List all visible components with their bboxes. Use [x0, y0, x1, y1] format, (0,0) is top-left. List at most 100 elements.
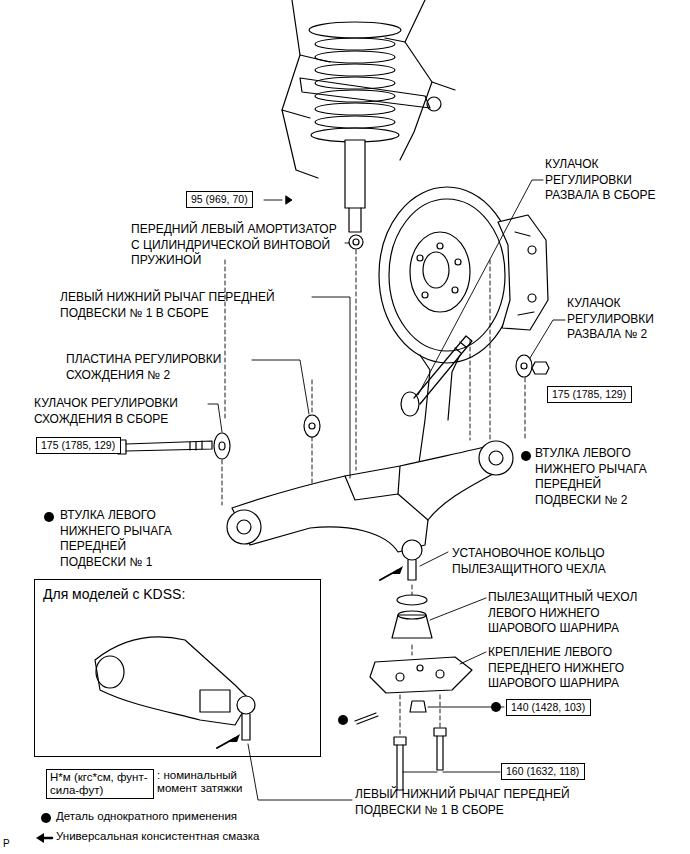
legend-text: Универсальная консистентная смазка — [56, 830, 336, 843]
camber-adjust-bolt-part — [414, 336, 472, 404]
coil-spring-part — [315, 77, 395, 89]
boot-ring — [397, 595, 427, 605]
coil-spring-part — [315, 38, 395, 50]
brake-disc-part — [410, 232, 470, 312]
part-label: ЛЕВЫЙ НИЖНИЙ РЫЧАГ ПЕРЕДНЕЙ ПОДВЕСКИ № 1… — [355, 787, 607, 818]
grease-arrows — [36, 566, 403, 843]
brake-disc — [379, 187, 515, 363]
box-text: 140 (1428, 103) — [511, 700, 586, 715]
knuckle — [418, 355, 460, 470]
bushing-2-part — [479, 441, 513, 475]
leader-lines-part — [286, 196, 292, 204]
mount-bolts-part — [437, 736, 443, 770]
toe-adjust-bolt-part — [190, 441, 202, 450]
brake-disc-part — [423, 252, 449, 288]
box-text: Для моделей с KDSS: — [35, 580, 320, 603]
part-label: КРЕПЛЕНИЕ ЛЕВОГО ПЕРЕДНЕГО НИЖНЕГО ШАРОВ… — [488, 645, 668, 692]
part-label: УСТАНОВОЧНОЕ КОЛЬЦО ПЫЛЕЗАЩИТНОГО ЧЕХЛА — [452, 546, 657, 577]
leader-lines-part — [252, 360, 309, 414]
inset-arm — [95, 637, 255, 740]
leader-lines-part — [248, 744, 352, 800]
inset-arm-part — [96, 656, 124, 688]
dashed-guides-part — [412, 585, 413, 595]
knuckle-part — [418, 355, 430, 470]
box-text: 175 (1785, 129) — [552, 387, 627, 402]
leader-lines-part — [420, 552, 448, 566]
leader-lines-part — [430, 598, 486, 620]
brake-caliper-part — [528, 294, 536, 302]
single-use-dots-part — [338, 715, 348, 725]
toe-adjust-cam — [214, 433, 230, 459]
shock-absorber-part — [353, 239, 359, 245]
chassis-frame — [282, 0, 455, 178]
dashed-guides-part — [440, 695, 441, 728]
dashed-guides-part — [225, 260, 226, 420]
dashed-guides-part — [400, 695, 401, 735]
lower-control-arm — [232, 446, 500, 552]
leader-lines-part — [264, 200, 282, 201]
torque-box: 140 (1428, 103) — [506, 699, 591, 716]
mount-bolts-part — [394, 737, 406, 745]
bushing-1 — [227, 510, 261, 544]
inset-arm-part — [200, 690, 230, 712]
dashed-guides-part — [470, 340, 471, 440]
shock-absorber-part — [349, 235, 363, 249]
grease-arrows-part — [217, 738, 235, 748]
bushing-1-part — [227, 510, 261, 544]
toe-adjust-plate-part — [309, 423, 315, 429]
brake-disc-part — [437, 243, 443, 249]
brake-disc-part — [455, 259, 461, 265]
part-label: ПЫЛЕЗАЩИТНЫЙ ЧЕХОЛ ЛЕВОГО НИЖНЕГО ШАРОВО… — [488, 590, 668, 637]
lower-control-arm-part — [232, 446, 500, 552]
legend-text: Деталь однократного применения — [56, 810, 336, 823]
mount-bolts-part — [434, 728, 446, 736]
toe-adjust-bolt — [118, 440, 212, 454]
dashed-guides-part — [312, 380, 313, 415]
coil-spring-part — [315, 116, 395, 128]
lower-control-arm-part — [398, 494, 428, 520]
dashed-guides-part — [356, 250, 357, 470]
toe-adjust-bolt-part — [126, 441, 212, 451]
figure-code: P — [3, 836, 17, 852]
torque-box: 95 (969, 70) — [186, 191, 253, 208]
coil-spring-part — [315, 64, 395, 76]
toe-adjust-plate — [304, 415, 320, 437]
single-use-dots-part — [521, 451, 531, 461]
leader-lines-part — [312, 297, 350, 478]
leader-lines-part — [403, 772, 500, 773]
coil-spring-part — [315, 90, 395, 102]
toe-adjust-cam-part — [219, 442, 225, 450]
castle-nut-part — [410, 701, 426, 712]
chassis-frame-part — [385, 38, 455, 90]
part-label: ЛЕВЫЙ НИЖНИЙ РЫЧАГ ПЕРЕДНЕЙ ПОДВЕСКИ № 1… — [60, 290, 310, 321]
toe-adjust-cam-part — [214, 433, 230, 459]
ball-joint-mount-part — [417, 665, 423, 671]
lower-control-arm-part — [345, 466, 400, 500]
ball-joint-mount — [370, 657, 472, 693]
box-text: 160 (1632, 118) — [506, 764, 580, 779]
dust-boot — [392, 611, 432, 638]
chassis-frame-part — [400, 0, 432, 160]
dust-boot-part — [398, 611, 426, 619]
single-use-dots — [41, 451, 531, 823]
coil-spring — [309, 22, 401, 142]
ball-joint-part — [402, 540, 422, 560]
toe-adjust-plate-part — [304, 415, 320, 437]
box-text: Н*м (кгс*см, фунт-сила-фут) — [50, 771, 150, 797]
dashed-guides — [222, 250, 525, 735]
torque-box: 175 (1785, 129) — [36, 437, 121, 454]
brake-disc-part — [389, 199, 505, 351]
ball-joint — [402, 540, 422, 580]
part-label: КУЛАЧОК РЕГУЛИРОВКИ РАЗВАЛА В СБОРЕ — [545, 157, 657, 204]
cotter-pin-part — [355, 713, 378, 724]
camber-cam-2-part — [532, 362, 549, 374]
brake-caliper-part — [498, 215, 548, 330]
single-use-dots-part — [44, 512, 54, 522]
shock-absorber-part — [345, 140, 365, 208]
legend-torque-box: Н*м (кгс*см, фунт-сила-фут) — [46, 769, 154, 799]
brake-caliper-part — [515, 232, 534, 315]
ball-joint-mount-part — [370, 657, 472, 693]
box-text: 95 (969, 70) — [191, 192, 248, 207]
